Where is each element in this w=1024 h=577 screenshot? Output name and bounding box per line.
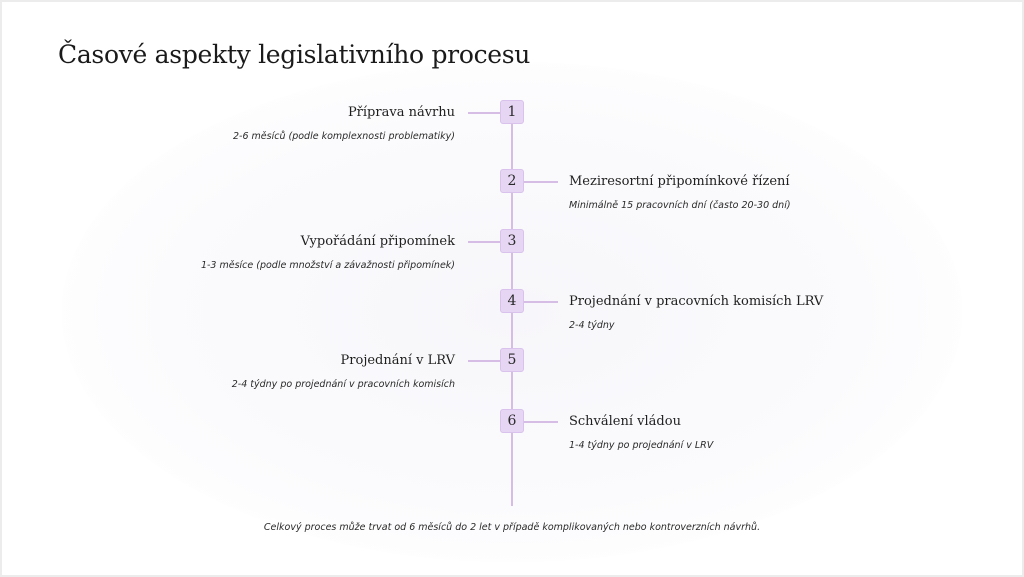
step-number-badge: 4 xyxy=(500,289,524,313)
step-description: 2-4 týdny po projednání v pracovních kom… xyxy=(231,379,455,390)
step-title: Projednání v pracovních komisích LRV xyxy=(569,294,824,309)
timeline-connector xyxy=(512,421,558,423)
step-number-badge: 3 xyxy=(500,229,524,253)
step-description: Minimálně 15 pracovních dní (často 20-30… xyxy=(569,200,791,211)
step-description: 2-4 týdny xyxy=(569,320,615,331)
step-number-badge: 5 xyxy=(500,348,524,372)
slide-title: Časové aspekty legislativního procesu xyxy=(58,40,531,69)
step-description: 1-4 týdny po projednání v LRV xyxy=(569,440,714,451)
timeline-connector xyxy=(468,360,512,362)
step-number-badge: 2 xyxy=(500,169,524,193)
step-title: Příprava návrhu xyxy=(347,105,455,120)
step-title: Projednání v LRV xyxy=(340,353,455,368)
timeline-connector xyxy=(468,112,512,114)
step-title: Meziresortní připomínkové řízení xyxy=(569,174,790,189)
step-title: Schválení vládou xyxy=(569,414,681,429)
step-title: Vypořádání připomínek xyxy=(300,234,455,249)
step-number-badge: 1 xyxy=(500,100,524,124)
footer-note: Celkový proces může trvat od 6 měsíců do… xyxy=(263,522,761,533)
timeline-connector xyxy=(512,181,558,183)
timeline-connector xyxy=(512,301,558,303)
step-description: 2-6 měsíců (podle komplexnosti problemat… xyxy=(233,131,455,142)
step-description: 1-3 měsíce (podle množství a závažnosti … xyxy=(200,260,455,271)
step-number-badge: 6 xyxy=(500,409,524,433)
timeline-connector xyxy=(468,241,512,243)
